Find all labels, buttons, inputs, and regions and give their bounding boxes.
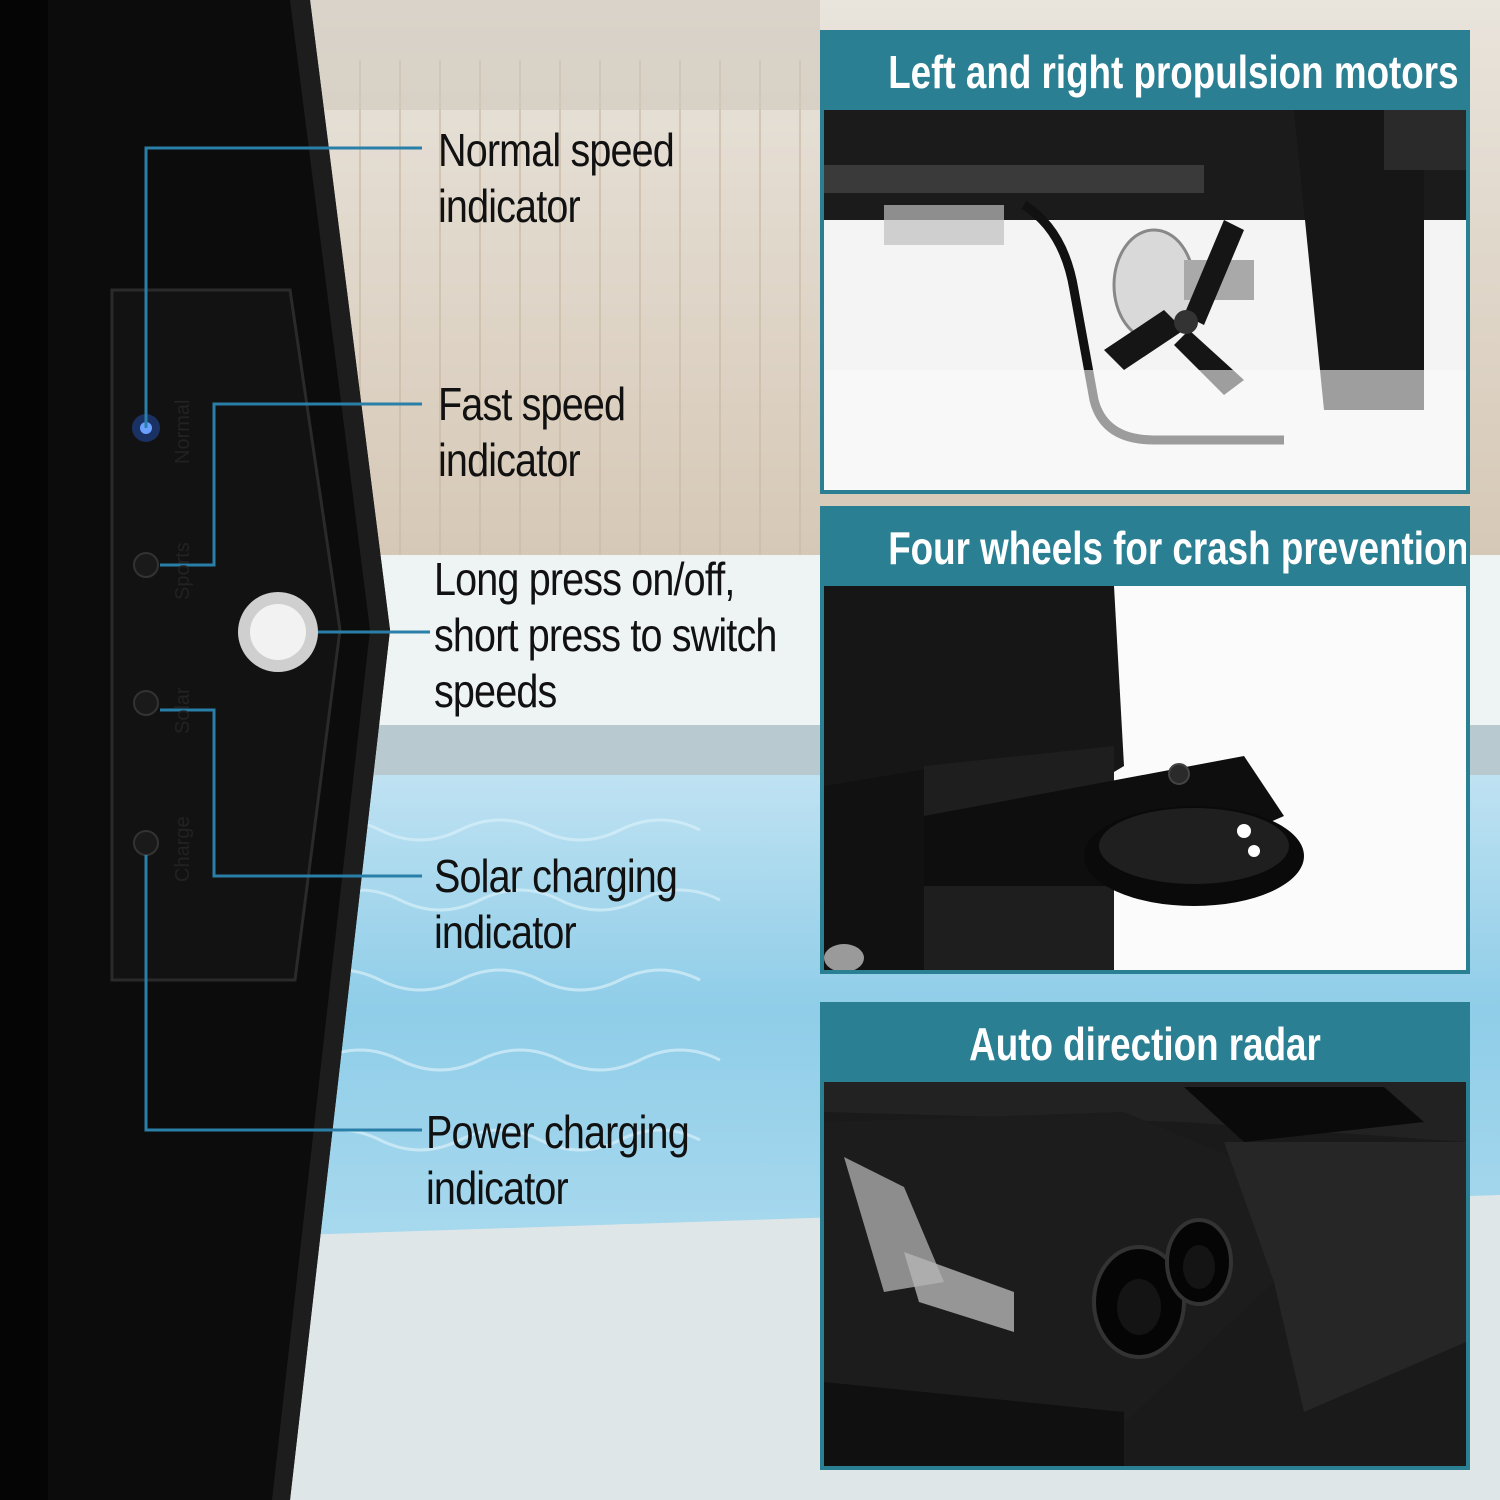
foliage-shadow	[300, 0, 820, 110]
normal-led-label: Normal	[172, 399, 194, 464]
fence-planks	[359, 60, 801, 560]
radar-sensor-icon	[824, 1082, 1466, 1466]
leader-line-normal	[144, 146, 422, 428]
panel-title-propulsion-text: Left and right propulsion motors	[888, 46, 1459, 98]
panel-auto-direction-radar: Auto direction radar	[820, 1002, 1470, 1470]
leader-line-fast	[160, 402, 422, 567]
sports-led-label: Sports	[172, 542, 194, 600]
callout-power-charging: Power charging indicator	[426, 1104, 690, 1216]
callout-charge-line-2: indicator	[426, 1162, 569, 1214]
charge-led-label: Charge	[172, 816, 194, 882]
robot-side-shade	[0, 0, 48, 1500]
panel-title-propulsion: Left and right propulsion motors	[824, 34, 1466, 110]
callout-normal-line-1: Normal speed	[438, 124, 675, 176]
callout-solar-line-1: Solar charging	[434, 850, 678, 902]
leader-line-charge	[144, 855, 422, 1132]
charge-led	[133, 830, 159, 856]
panel-title-radar-text: Auto direction radar	[969, 1018, 1321, 1070]
callout-power-line-1: Long press on/off,	[434, 553, 735, 605]
water-caustics	[299, 818, 721, 1152]
control-panel-plate	[110, 288, 342, 982]
callout-fast-line-1: Fast speed	[438, 378, 626, 430]
callout-power-line-3: speeds	[434, 665, 557, 717]
panel-crash-wheels: Four wheels for crash prevention	[820, 506, 1470, 974]
sports-led	[133, 552, 159, 578]
callout-charge-line-1: Power charging	[426, 1106, 690, 1158]
callout-fast-speed: Fast speed indicator	[438, 376, 626, 488]
leader-lines	[144, 146, 430, 1132]
propeller-motor-icon	[824, 110, 1466, 490]
callout-solar-line-2: indicator	[434, 906, 577, 958]
callout-power-line-2: short press to switch	[434, 609, 777, 661]
solar-led	[133, 690, 159, 716]
wheel-icon	[824, 586, 1466, 970]
callout-normal-line-2: indicator	[438, 180, 581, 232]
solar-led-label: Solar	[172, 687, 194, 734]
callout-fast-line-2: indicator	[438, 434, 581, 486]
power-button	[250, 604, 306, 660]
callout-solar-charging: Solar charging indicator	[434, 848, 678, 960]
panel-propulsion-motors: Left and right propulsion motors	[820, 30, 1470, 494]
robot-edge-highlight	[272, 0, 390, 1500]
panel-title-wheels-text: Four wheels for crash prevention	[888, 522, 1469, 574]
callout-power-button: Long press on/off, short press to switch…	[434, 551, 777, 719]
panel-title-radar: Auto direction radar	[824, 1006, 1466, 1082]
callout-normal-speed: Normal speed indicator	[438, 122, 675, 234]
panel-title-wheels: Four wheels for crash prevention	[824, 510, 1466, 586]
leader-line-solar	[160, 708, 422, 878]
